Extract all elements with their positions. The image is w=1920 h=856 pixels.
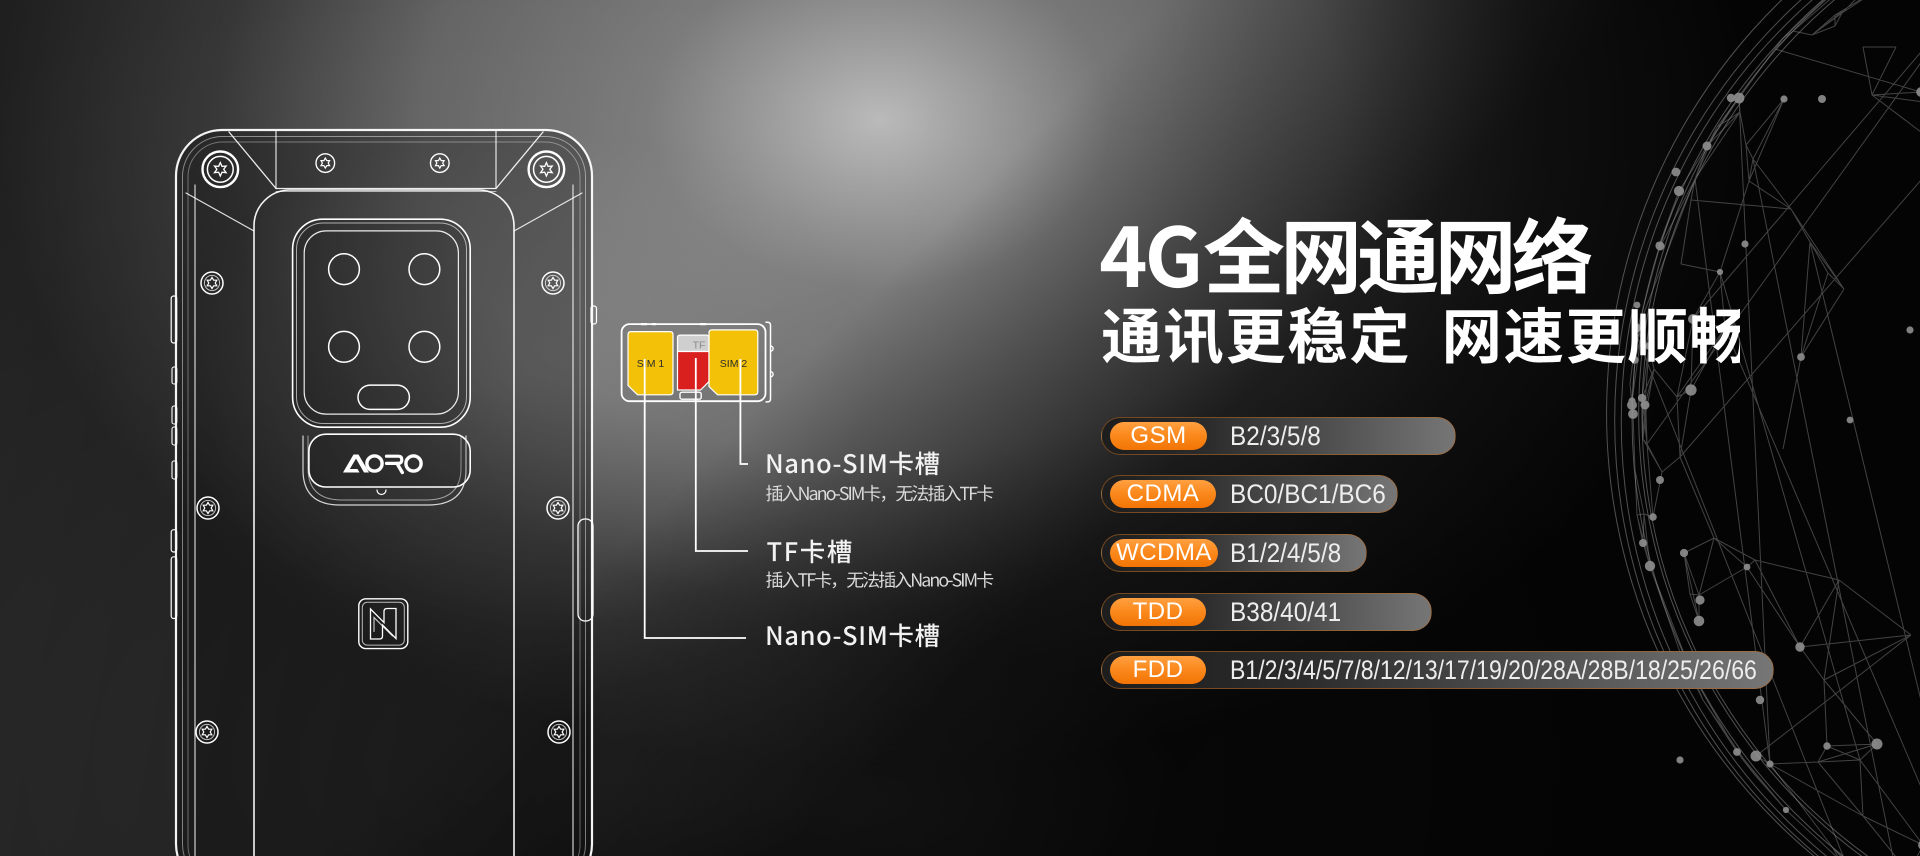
svg-text:SIM 2: SIM 2 bbox=[720, 358, 748, 370]
svg-text:SIM 1: SIM 1 bbox=[637, 358, 665, 370]
svg-text:TF: TF bbox=[693, 340, 706, 352]
